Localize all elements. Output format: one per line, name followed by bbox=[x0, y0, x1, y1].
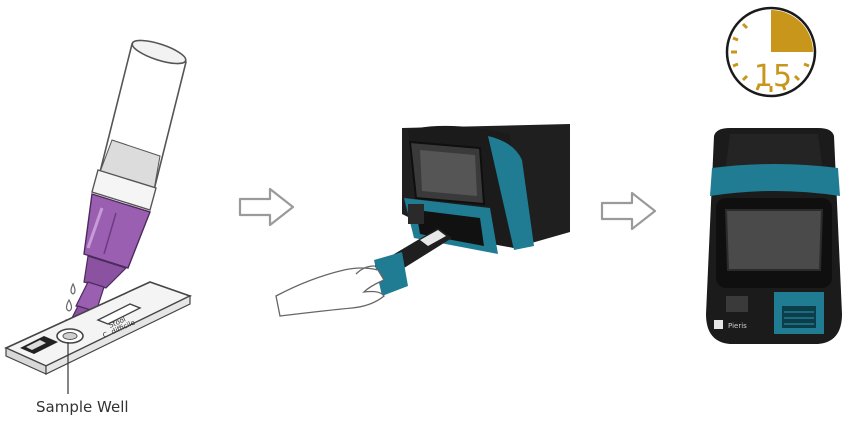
timer-icon: 15 bbox=[723, 4, 819, 100]
device-brand: Pieris bbox=[728, 322, 747, 330]
timer-minutes: 15 bbox=[754, 59, 792, 94]
reader-device-icon: Pieris bbox=[700, 124, 848, 354]
step-insert-cartridge bbox=[270, 120, 580, 320]
sample-well-label: Sample Well bbox=[36, 398, 129, 416]
cartridge-icon bbox=[374, 228, 452, 296]
hand-icon bbox=[276, 266, 384, 316]
arrow-right-icon bbox=[600, 190, 658, 232]
test-strip-icon: Stool C. difficile bbox=[0, 270, 200, 400]
